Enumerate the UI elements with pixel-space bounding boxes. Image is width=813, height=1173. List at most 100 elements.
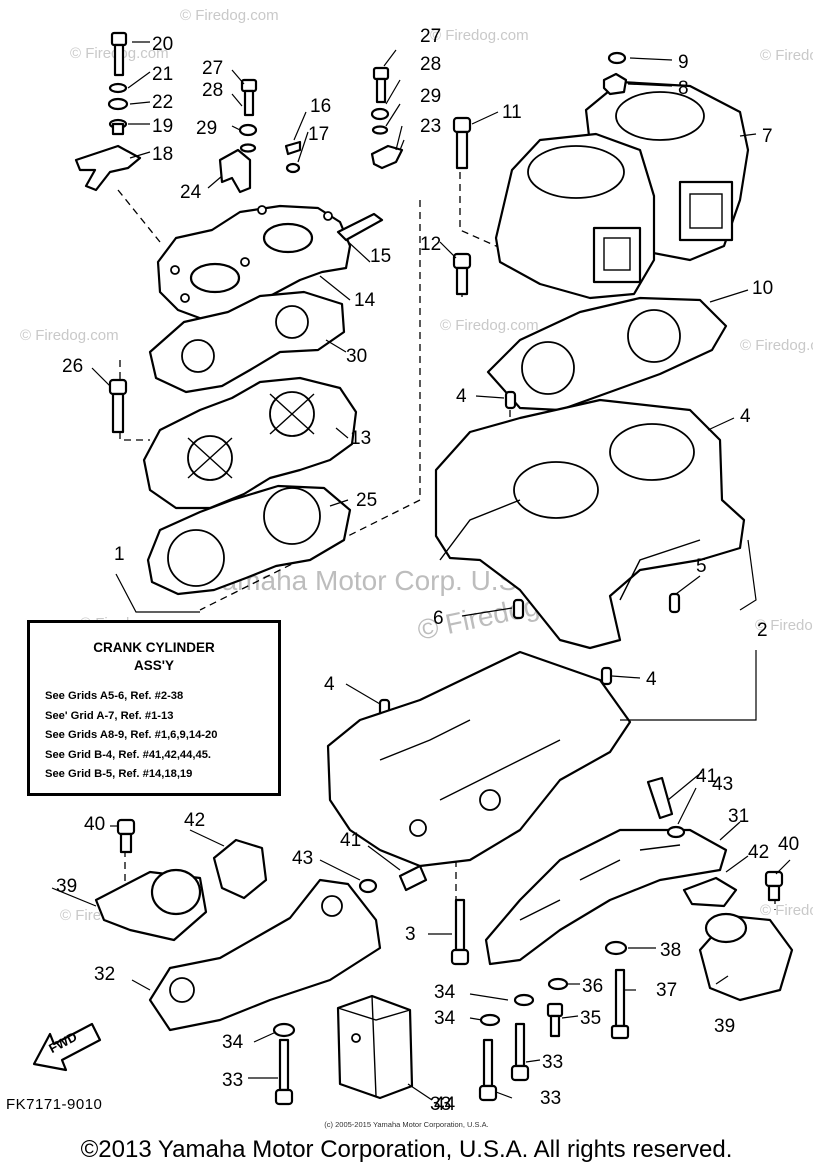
callout-label: 32 (94, 964, 115, 985)
callout-label: 18 (152, 144, 173, 165)
watermark: © Firedog.com (20, 327, 119, 344)
callout-label: 27 (202, 58, 223, 79)
callout-label: 34 (434, 1008, 456, 1029)
screw-9 (607, 51, 627, 65)
fwd-arrow-icon (32, 1022, 102, 1072)
callout-label: 43 (712, 774, 733, 795)
bolt-41 (398, 864, 428, 892)
washer-17 (285, 162, 301, 174)
note-line: See Grids A8-9, Ref. #1,6,9,14-20 (45, 729, 218, 741)
callout-label: 33 (542, 1052, 563, 1073)
block-44 (336, 994, 414, 1100)
callout-label: 34 (434, 982, 456, 1003)
washer-29 (239, 143, 257, 153)
callout-label: 31 (728, 806, 749, 827)
note-title-line: ASS'Y (134, 658, 174, 673)
rubber-mount-39-left (94, 868, 208, 942)
fitting-15 (336, 212, 384, 242)
stopper-42-left (212, 838, 268, 900)
callout-label: 42 (748, 842, 769, 863)
stopper-42-right (682, 876, 738, 908)
bracket-18 (74, 144, 142, 192)
note-title-line: CRANK CYLINDER (93, 640, 215, 655)
callout-label: 27 (420, 26, 441, 47)
callout-label: 43 (292, 848, 313, 869)
drawing-code: FK7171-9010 (6, 1096, 103, 1113)
callout-label: 33 (430, 1094, 451, 1115)
callout-label: 9 (678, 52, 689, 73)
callout-label: 36 (582, 976, 603, 997)
bolt-33 (510, 1022, 530, 1082)
bracket-24 (218, 148, 252, 194)
sensor-16 (284, 140, 302, 156)
callout-label: 40 (84, 814, 105, 835)
callout-label: 17 (308, 124, 329, 145)
callout-label: 39 (714, 1016, 735, 1037)
bolt-27 (240, 78, 258, 117)
callout-label: 4 (456, 386, 467, 407)
washer-36 (547, 977, 569, 991)
bolt-33 (478, 1038, 498, 1102)
assembly-note-box: CRANK CYLINDER ASS'Y See Grids A5-6, Ref… (27, 620, 281, 796)
watermark: © Firedog.com (760, 902, 813, 919)
clamp-23 (370, 144, 404, 170)
note-line: See Grid B-4, Ref. #41,42,44,45. (45, 748, 212, 761)
bolt-40 (764, 870, 784, 902)
callout-label: 39 (56, 876, 77, 897)
pin-5 (668, 592, 681, 614)
callout-label: 1 (114, 544, 125, 565)
pin-6 (512, 598, 525, 620)
washer-28 (370, 107, 390, 121)
washer-38 (604, 940, 628, 956)
watermark: © Firedog.com (755, 617, 813, 634)
bolt-3 (450, 898, 470, 966)
callout-label: 28 (202, 80, 223, 101)
callout-label: 12 (420, 234, 441, 255)
washer-29 (371, 125, 389, 135)
callout-label: 42 (184, 810, 205, 831)
bolt-40 (116, 818, 136, 854)
callout-label: 21 (152, 64, 173, 85)
callout-label: 29 (420, 86, 441, 107)
note-line: See' Grid A-7, Ref. #1-13 (45, 709, 174, 722)
callout-label: 2 (757, 620, 768, 641)
washer-43 (666, 825, 686, 839)
callout-label: 7 (762, 126, 773, 147)
exhaust-port (592, 226, 642, 284)
washer-34 (479, 1013, 501, 1027)
dowel-pin-4 (504, 390, 517, 410)
callout-labels: 1 2 3 4 4 4 4 5 6 7 8 9 10 11 12 13 14 1… (56, 26, 799, 1115)
watermark: © Firedog.com (740, 337, 813, 354)
callout-label: 20 (152, 34, 173, 55)
callout-label: 35 (580, 1008, 601, 1029)
collar-19 (108, 118, 128, 136)
watermark: © Firedog.com (760, 47, 813, 64)
washer-28 (238, 123, 258, 137)
callout-label: 11 (502, 102, 522, 123)
washer-34 (272, 1022, 296, 1038)
copyright-notice: ©2013 Yamaha Motor Corporation, U.S.A. A… (80, 1136, 733, 1163)
washer-43 (358, 878, 378, 894)
site-credit: (c) 2005-2015 Yamaha Motor Corporation, … (324, 1120, 489, 1129)
callout-label: 22 (152, 92, 173, 113)
head-cover-port (189, 262, 241, 294)
callout-label: 37 (656, 980, 677, 1001)
bolt-33 (274, 1038, 294, 1106)
bolt-11 (452, 116, 472, 170)
callout-label: 33 (222, 1070, 243, 1091)
bolt-12 (452, 252, 472, 296)
washer-34 (513, 993, 535, 1007)
callout-label: 28 (420, 54, 441, 75)
bolt-20 (110, 31, 128, 77)
callout-label: 16 (310, 96, 331, 117)
bolt-41 (646, 776, 674, 820)
callout-label: 6 (433, 608, 444, 629)
note-line: See Grids A5-6, Ref. #2-38 (45, 690, 184, 702)
bolt-27 (372, 66, 390, 104)
mount-bracket-31 (484, 828, 728, 966)
leader-lines (51, 41, 791, 1101)
callout-label: 30 (346, 346, 367, 367)
nut-8 (602, 72, 628, 96)
callout-label: 3 (405, 924, 416, 945)
